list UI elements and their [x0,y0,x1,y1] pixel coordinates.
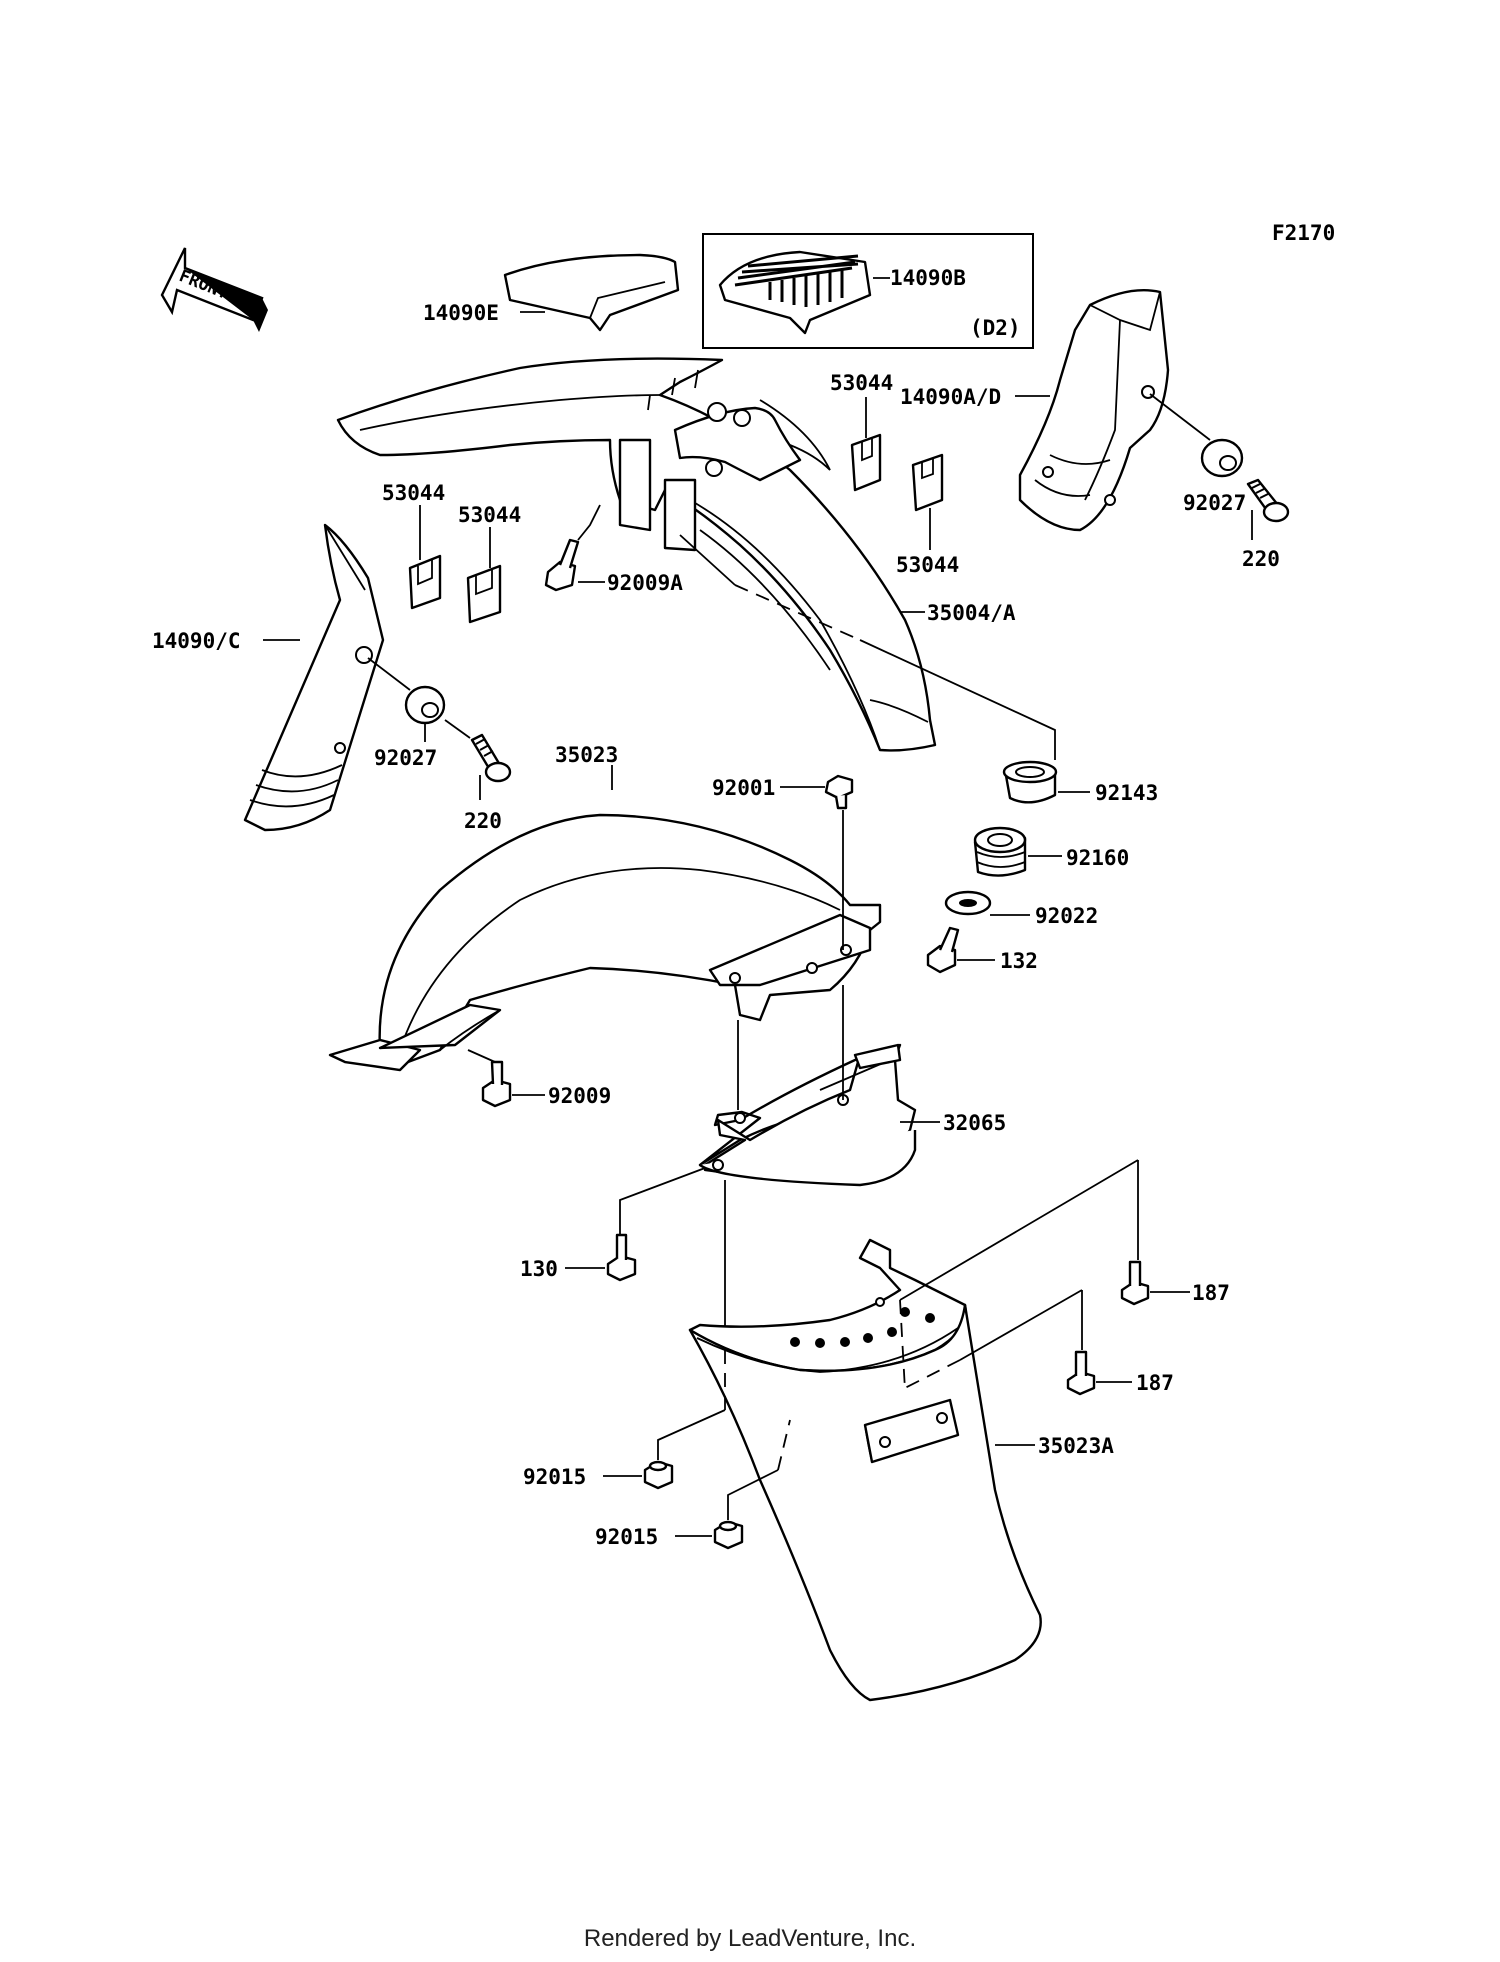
bolt-92009-icon [481,1060,512,1108]
leader-92027-l-up [367,657,411,691]
leader-130-up [619,1167,706,1235]
cover-14090c [243,523,385,832]
bolt-92001-icon [824,774,854,810]
leader-187-a-diag [899,1159,1139,1301]
leader-187-a-dash [899,1299,906,1391]
leader-35004a-a [679,534,736,586]
callout-92022: 92022 [1035,904,1098,928]
callout-14090c: 14090/C [152,629,241,653]
callout-53044-top: 53044 [830,371,893,395]
screw-220-r-icon [1246,478,1290,523]
leader-92015-b-dash [777,1419,791,1471]
grommet-92143-icon [1002,760,1058,804]
callout-92143: 92143 [1095,781,1158,805]
bolt-132-icon [926,926,960,974]
leader-220-l-up [444,719,471,739]
front-fender-35004a [336,357,937,752]
callout-35023: 35023 [555,743,618,767]
callout-187-a: 187 [1192,1281,1230,1305]
leader-92027-r [1149,393,1211,441]
screw-220-l-icon [470,733,512,783]
callout-92027-l: 92027 [374,746,437,770]
bolt-130-icon [606,1233,637,1282]
clip-53044-r-icon [911,453,944,512]
callout-92015-b: 92015 [595,1525,658,1549]
leader-35004a-b [859,639,1056,760]
washer-92022-icon [944,890,992,916]
callout-220-r: 220 [1242,547,1280,571]
cover-14090ad [1018,289,1170,532]
nut-92015-b-icon [713,1520,744,1550]
bolt-92009a-icon [544,538,580,592]
clip-53044-l1-icon [408,554,442,610]
callout-130: 130 [520,1257,558,1281]
callout-92009a: 92009A [607,571,683,595]
rear-fender-35023a [688,1238,1042,1702]
callout-92015-a: 92015 [523,1465,586,1489]
callout-53044-l1: 53044 [382,481,445,505]
callout-14090ad: 14090A/D [900,385,1001,409]
callout-92009: 92009 [548,1084,611,1108]
callout-92027-r: 92027 [1183,491,1246,515]
clip-53044-l2-icon [466,564,502,624]
leader-187-b-diag [959,1289,1083,1361]
grommet-92027-r-icon [1200,438,1244,478]
leader-92015-b-up [727,1469,779,1520]
callout-92160: 92160 [1066,846,1129,870]
footer-credit: Rendered by LeadVenture, Inc. [583,1925,917,1952]
callout-35023a: 35023A [1038,1434,1114,1458]
front-arrow-icon: FRONT [160,247,268,332]
callout-14090b: 14090B [890,266,966,290]
callout-220-l: 220 [464,809,502,833]
callout-187-b: 187 [1136,1371,1174,1395]
leader-92009-up [467,1049,496,1063]
callout-132: 132 [1000,949,1038,973]
cover-14090b [718,250,872,335]
cover-14090e [503,253,680,332]
bolt-187-a-icon [1120,1260,1150,1306]
callout-14090e: 14090E [423,301,499,325]
leader-187-b-dash [904,1359,961,1389]
clip-53044-top-icon [850,433,882,492]
damper-92160-icon [973,826,1027,877]
leader-92009a-up [577,504,601,541]
callout-53044-r: 53044 [896,553,959,577]
bracket-32065 [698,1043,917,1187]
variant-note: (D2) [970,316,1021,340]
callout-32065: 32065 [943,1111,1006,1135]
rear-fender-35023 [328,813,882,1072]
callout-53044-l2: 53044 [458,503,521,527]
callout-35004a: 35004/A [927,601,1016,625]
bolt-187-b-icon [1066,1350,1096,1396]
figure-code: F2170 [1272,221,1335,245]
callout-92001: 92001 [712,776,775,800]
nut-92015-a-icon [643,1460,674,1490]
leader-92015-a-up [657,1409,726,1460]
variant-box [702,233,1034,349]
grommet-92027-l-icon [404,685,446,725]
